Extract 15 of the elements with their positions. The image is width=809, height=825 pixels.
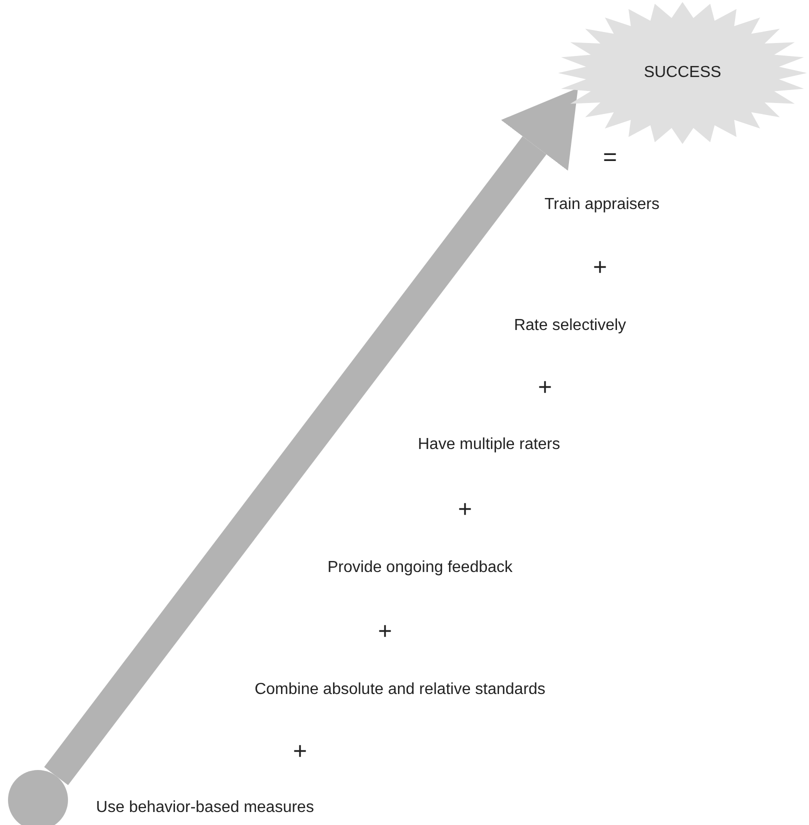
step-label: Rate selectively — [514, 316, 626, 336]
arrow — [44, 88, 578, 786]
step-label: Combine absolute and relative standards — [254, 680, 546, 700]
operator-sign: + — [538, 376, 552, 400]
operator-sign: + — [593, 256, 607, 280]
operator-sign: + — [458, 498, 472, 522]
operator-sign: + — [378, 620, 392, 644]
operator-sign: = — [603, 146, 617, 170]
goal-label: SUCCESS — [644, 63, 722, 83]
step-label: Provide ongoing feedback — [327, 558, 513, 578]
step-label: Have multiple raters — [418, 435, 560, 455]
starburst-shape — [556, 0, 809, 146]
step-label: Use behavior-based measures — [96, 798, 314, 818]
step-label: Train appraisers — [544, 195, 660, 215]
operator-sign: + — [293, 740, 307, 764]
